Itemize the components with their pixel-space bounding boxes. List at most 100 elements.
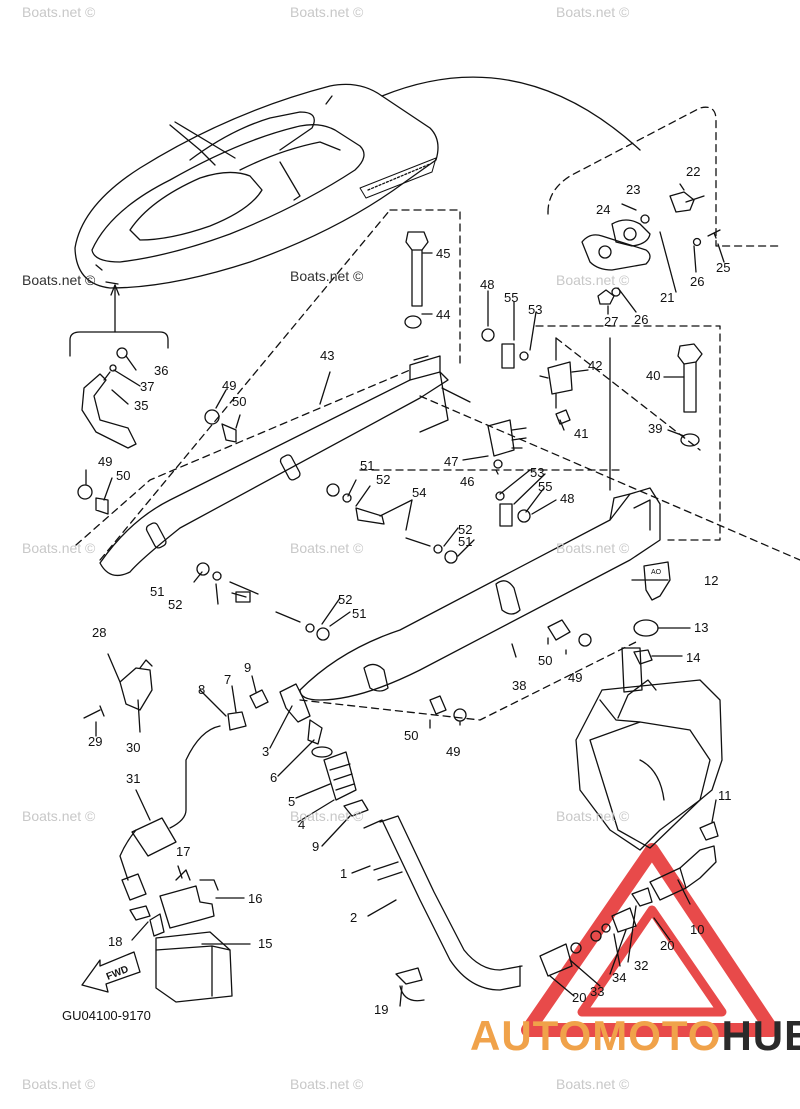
callout-label: 26 [690, 274, 704, 289]
callout-label: 43 [320, 348, 334, 363]
watermark: Boats.net © [556, 272, 630, 288]
callout-label: 39 [648, 421, 662, 436]
callout-label: 50 [232, 394, 246, 409]
callout-label: 30 [126, 740, 140, 755]
callout-label: 7 [224, 672, 231, 687]
callout-label: 25 [716, 260, 730, 275]
callout-label: 51 [150, 584, 164, 599]
callout-label: 49 [568, 670, 582, 685]
watermark: Boats.net © [556, 1076, 630, 1092]
watermark: Boats.net © [556, 540, 630, 556]
parts-15-18-31 [121, 817, 233, 1003]
callout-label: 52 [168, 597, 182, 612]
callout-label: 4 [298, 817, 305, 832]
fasteners [77, 328, 592, 722]
callout-label: 49 [446, 744, 460, 759]
callout-label: 23 [626, 182, 640, 197]
leader-lines [85, 183, 725, 1007]
callout-label: 17 [176, 844, 190, 859]
callout-label: 48 [480, 277, 494, 292]
callout-label: 55 [538, 479, 552, 494]
callout-label: 47 [444, 454, 458, 469]
callout-label: 51 [352, 606, 366, 621]
callout-label: 32 [634, 958, 648, 973]
watermark: Boats.net © [290, 268, 364, 284]
callout-label: 51 [458, 534, 472, 549]
parts-3-9 [227, 683, 369, 817]
callout-label: 20 [572, 990, 586, 1005]
diagram-code: GU04100-9170 [62, 1008, 151, 1023]
inset-parts-21-27 [581, 191, 721, 305]
watermark: Boats.net © [290, 1076, 364, 1092]
watercraft-outline [74, 83, 439, 289]
part-42-41 [539, 337, 701, 451]
part-28-29-30 [83, 659, 153, 719]
callout-label: 16 [248, 891, 262, 906]
callout-label: 52 [338, 592, 352, 607]
callout-label: 46 [460, 474, 474, 489]
callout-label: 50 [404, 728, 418, 743]
watermark: Boats.net © [556, 808, 630, 824]
callout-label: 52 [458, 522, 472, 537]
callout-label: 34 [612, 970, 626, 985]
callout-label: 53 [530, 465, 544, 480]
watermark: Boats.net © [22, 808, 96, 824]
callout-label: 12 [704, 573, 718, 588]
callout-label: 55 [504, 290, 518, 305]
callout-label: 19 [374, 1002, 388, 1017]
watermark: Boats.net © [290, 808, 364, 824]
callout-label: 48 [560, 491, 574, 506]
callout-label: 20 [660, 938, 674, 953]
callout-label: 28 [92, 625, 106, 640]
callout-label: 1 [340, 866, 347, 881]
watermark: Boats.net © [290, 540, 364, 556]
callout-label: 14 [686, 650, 700, 665]
watermark: Boats.net © [290, 4, 364, 20]
hoses [119, 725, 719, 991]
callout-label: 40 [646, 368, 660, 383]
callout-label: 9 [244, 660, 251, 675]
callout-labels: 1234567899101112131415161718192020212223… [88, 164, 732, 1017]
callout-label: 2 [350, 910, 357, 925]
callout-label: 49 [98, 454, 112, 469]
watermark: Boats.net © [22, 540, 96, 556]
fwd-arrow [81, 951, 141, 993]
leader-curve [381, 76, 641, 151]
logo-text-b: HUB [721, 1012, 800, 1059]
callout-label: 36 [154, 363, 168, 378]
inset-frame-top-right [547, 106, 781, 247]
part-47-46 [487, 419, 527, 469]
callout-label: 38 [512, 678, 526, 693]
part-35-bracket [81, 347, 137, 449]
callout-label: 52 [376, 472, 390, 487]
jet-pump-housing [575, 647, 723, 851]
logo-text-a: AUTOMOTO [470, 1012, 722, 1059]
callout-label: 50 [116, 468, 130, 483]
inset-frame-left [69, 331, 169, 357]
callout-label: 24 [596, 202, 610, 217]
part-45-44 [404, 231, 429, 329]
callout-label: 8 [198, 682, 205, 697]
callout-label: 26 [634, 312, 648, 327]
watermark: Boats.net © [556, 4, 630, 20]
callout-label: 45 [436, 246, 450, 261]
callout-label: 27 [604, 314, 618, 329]
callout-label: 5 [288, 794, 295, 809]
callout-label: 13 [694, 620, 708, 635]
logo-triangle [521, 843, 779, 1037]
callout-label: 41 [574, 426, 588, 441]
callout-label: 11 [718, 788, 732, 803]
automotohub-logo: AUTOMOTOHUB [470, 1012, 800, 1060]
callout-label: 37 [140, 379, 154, 394]
callout-label: 35 [134, 398, 148, 413]
watermark: Boats.net © [22, 4, 96, 20]
callout-label: 18 [108, 934, 122, 949]
callout-label: 50 [538, 653, 552, 668]
callout-label: 49 [222, 378, 236, 393]
callout-label: 6 [270, 770, 277, 785]
callout-label: 44 [436, 307, 450, 322]
left-rail-assembly [75, 209, 471, 577]
part-40-39 [677, 343, 703, 447]
callout-label: 54 [412, 485, 426, 500]
